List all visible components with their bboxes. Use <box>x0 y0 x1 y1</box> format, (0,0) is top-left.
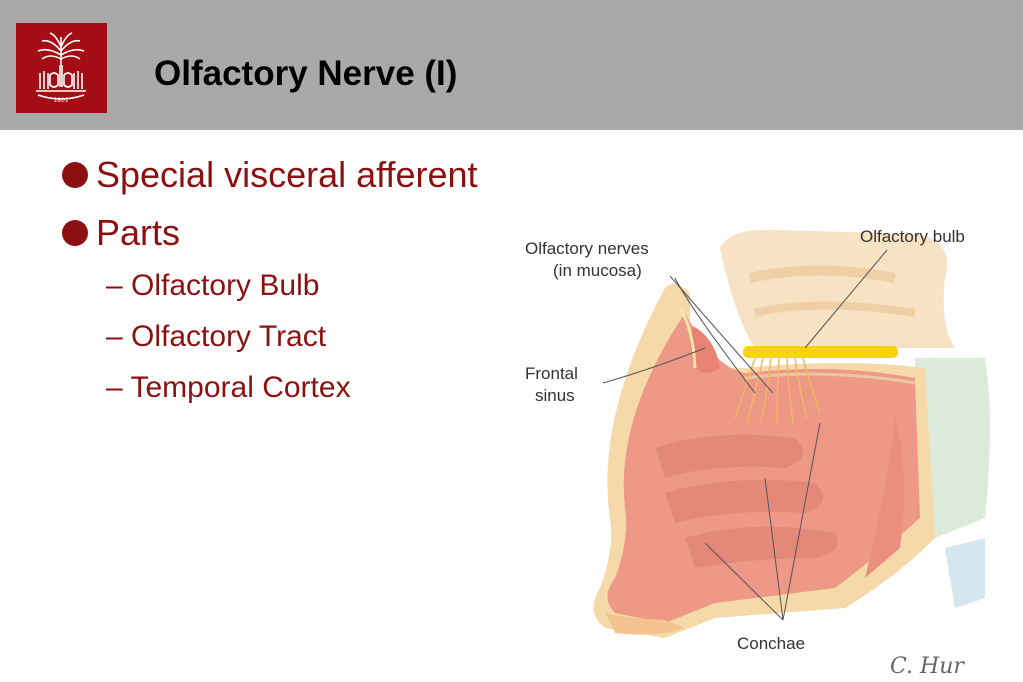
logo-year: 1801 <box>53 97 68 104</box>
label-conchae: Conchae <box>737 634 805 653</box>
sub-bullet-item: – Temporal Cortex <box>106 373 351 403</box>
dash-icon: – <box>106 371 131 404</box>
bullet-item: Parts <box>62 215 180 251</box>
sub-bullet-text: Olfactory Tract <box>131 320 327 353</box>
dash-icon: – <box>106 269 132 302</box>
slide-title: Olfactory Nerve (I) <box>154 54 458 93</box>
label-frontal: Frontal <box>525 364 578 383</box>
bullet-item: Special visceral afferent <box>62 157 478 193</box>
header-bar: 1801 Olfactory Nerve (I) <box>0 0 1023 130</box>
label-sinus: sinus <box>535 386 575 405</box>
sub-bullet-item: – Olfactory Tract <box>106 322 326 352</box>
nasal-cavity-illustration: Olfactory nerves (in mucosa) Olfactory b… <box>525 227 990 679</box>
palmetto-tree-seal-icon: 1801 <box>36 32 86 104</box>
label-olfactory-nerves: Olfactory nerves <box>525 239 649 258</box>
sub-bullet-text: Temporal Cortex <box>130 371 351 404</box>
bullet-dot-icon <box>62 220 88 246</box>
dash-icon: – <box>106 320 132 353</box>
label-in-mucosa: (in mucosa) <box>553 261 642 280</box>
bullet-text: Special visceral afferent <box>96 154 478 195</box>
nasal-anatomy-figure: Olfactory nerves (in mucosa) Olfactory b… <box>515 218 1023 682</box>
bullet-dot-icon <box>62 162 88 188</box>
university-logo: 1801 <box>16 23 107 113</box>
sub-bullet-text: Olfactory Bulb <box>131 269 320 302</box>
sub-bullet-item: – Olfactory Bulb <box>106 271 319 301</box>
artist-signature: C. Hur <box>890 654 965 679</box>
bullet-text: Parts <box>96 212 181 253</box>
label-olfactory-bulb: Olfactory bulb <box>860 227 965 246</box>
